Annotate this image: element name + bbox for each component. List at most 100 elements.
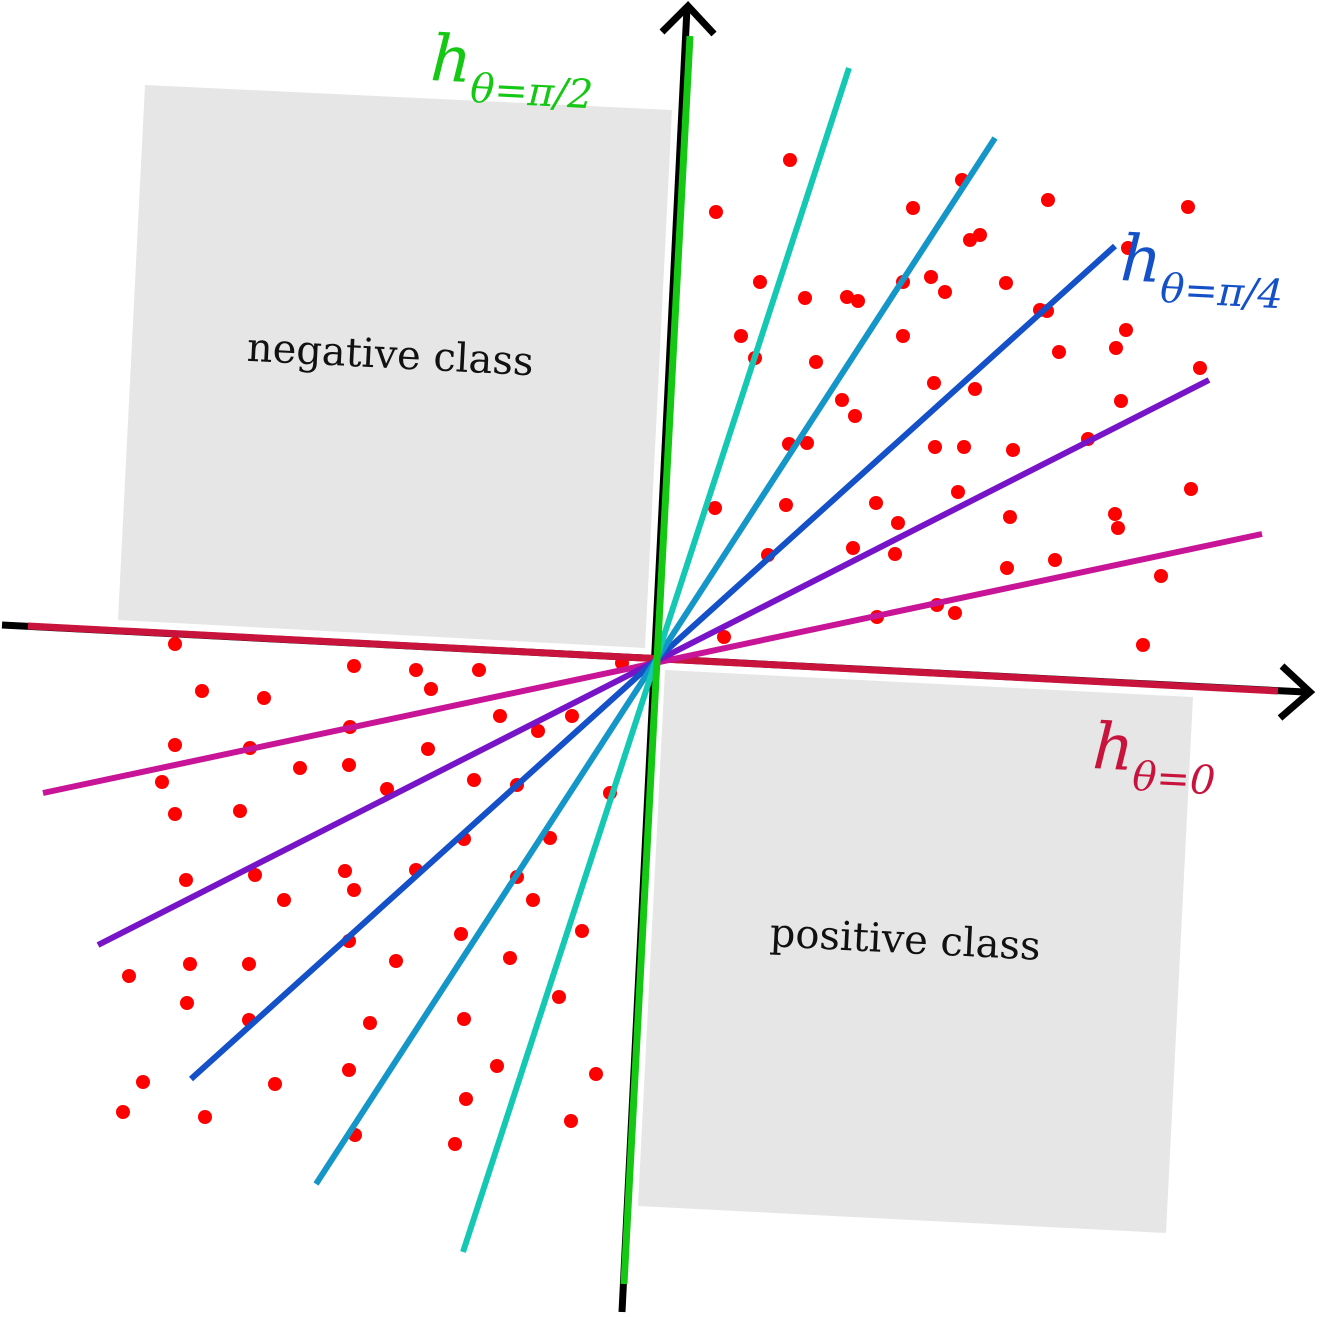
data-point [490,1059,504,1073]
data-point [257,691,271,705]
data-point [1003,510,1017,524]
data-point [543,831,557,845]
data-point [459,1092,473,1106]
data-point [389,954,403,968]
data-point [848,409,862,423]
data-point [1154,569,1168,583]
data-point [957,440,971,454]
data-point [1109,341,1123,355]
data-point [896,329,910,343]
data-point [1136,638,1150,652]
data-point [136,1075,150,1089]
data-point [467,773,481,787]
data-point [783,153,797,167]
data-point [734,329,748,343]
x-axis-arrowhead [1277,663,1316,721]
data-point [531,724,545,738]
data-point [1184,482,1198,496]
data-point [472,663,486,677]
data-point [526,893,540,907]
data-point [927,376,941,390]
data-point [183,957,197,971]
data-point [963,233,977,247]
data-point [1048,553,1062,567]
data-point [924,270,938,284]
data-point [347,659,361,673]
data-point [708,501,722,515]
data-point [180,996,194,1010]
data-point [293,761,307,775]
data-point [168,738,182,752]
data-point [1181,200,1195,214]
data-point [709,205,723,219]
data-points [116,153,1207,1151]
label-theta-pi-4: hθ=π/4 [1118,222,1286,318]
data-point [454,927,468,941]
data-point [457,1012,471,1026]
data-point [168,637,182,651]
data-point [951,485,965,499]
data-point [846,541,860,555]
data-point [938,285,952,299]
data-point [1111,521,1125,535]
data-point [277,893,291,907]
data-point [753,275,767,289]
data-point [564,1114,578,1128]
data-point [800,436,814,450]
data-point [840,290,854,304]
data-point [198,1110,212,1124]
data-point [233,804,247,818]
data-point [195,684,209,698]
data-point [717,630,731,644]
data-point [1121,241,1135,255]
data-point [906,201,920,215]
data-point [891,516,905,530]
data-point [179,873,193,887]
data-point [380,782,394,796]
data-point [798,291,812,305]
hypothesis-line-theta-pi-2 [620,35,694,1285]
data-point [1108,507,1122,521]
data-point [928,440,942,454]
data-point [409,663,423,677]
y-axis-arrowhead [659,0,717,37]
data-point [968,382,982,396]
data-point [575,924,589,938]
data-point [948,606,962,620]
data-point [999,276,1013,290]
data-point [248,868,262,882]
hypothesis-lines [27,35,1279,1285]
data-point [809,355,823,369]
data-point [503,951,517,965]
data-point [268,1077,282,1091]
data-point [424,682,438,696]
data-point [565,709,579,723]
data-point [1000,561,1014,575]
data-point [421,742,435,756]
data-point [122,969,136,983]
data-point [363,1016,377,1030]
data-point [835,393,849,407]
negative-class-region [118,85,672,648]
data-point [1052,345,1066,359]
data-point [242,957,256,971]
data-point [342,758,356,772]
data-point [448,1137,462,1151]
label-theta-0: hθ=0 [1090,710,1219,804]
data-point [869,496,883,510]
data-point [116,1105,130,1119]
label-theta-pi-2: hθ=π/2 [428,22,596,118]
positive-class-region [638,670,1193,1233]
data-point [851,294,865,308]
data-point [1114,394,1128,408]
data-point [1119,323,1133,337]
data-point [347,883,361,897]
data-point [1006,443,1020,457]
data-point [338,864,352,878]
data-point [589,1067,603,1081]
data-point [493,709,507,723]
data-point [1193,361,1207,375]
data-point [168,807,182,821]
data-point [779,498,793,512]
data-point [342,1063,356,1077]
